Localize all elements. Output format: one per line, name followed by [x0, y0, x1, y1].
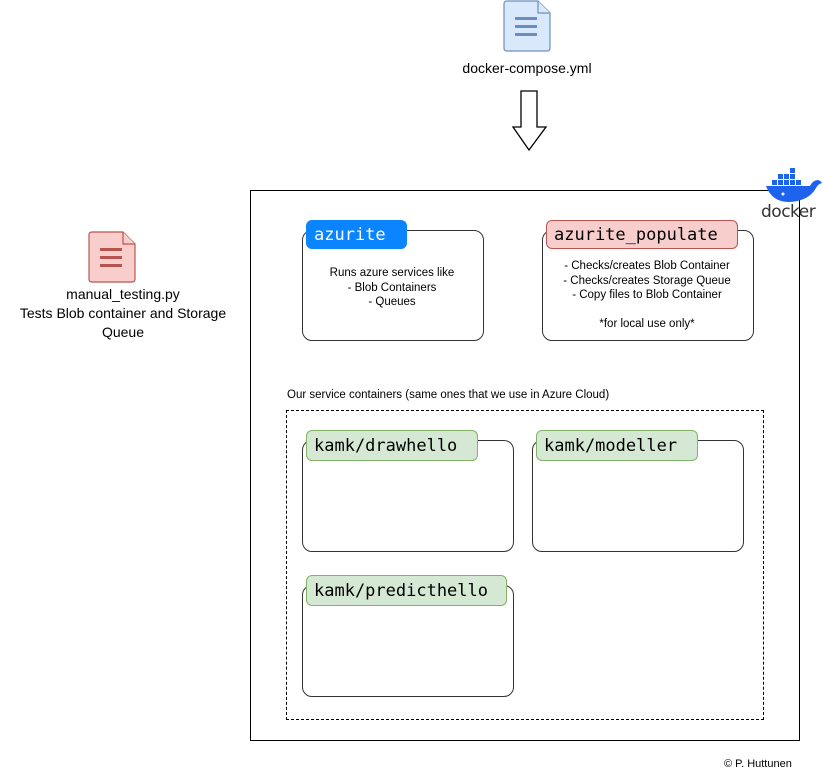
azurite-line-2: - Blob Containers	[347, 281, 437, 294]
modeller-title-tag: kamk/modeller	[536, 430, 698, 461]
test-file-caption: manual_testing.py Tests Blob container a…	[0, 285, 246, 342]
populate-line-2: - Checks/creates Storage Queue	[563, 274, 731, 287]
docker-logo-text: docker	[761, 202, 816, 222]
populate-line-1: - Checks/creates Blob Container	[564, 260, 730, 272]
predicthello-title-tag: kamk/predicthello	[306, 575, 507, 606]
azurite-line-3: - Queues	[368, 296, 416, 308]
test-file-name: manual_testing.py	[66, 286, 180, 302]
azurite-populate-title-tag: azurite_populate	[546, 220, 738, 249]
azurite-description: Runs azure services like - Blob Containe…	[302, 266, 482, 310]
down-arrow-icon	[512, 90, 548, 152]
test-file-description: Tests Blob container and Storage	[19, 305, 227, 321]
test-file-description-cont: Queue	[101, 324, 145, 340]
yaml-file-icon	[503, 0, 551, 52]
docker-whale-icon	[766, 168, 822, 202]
drawhello-title-tag: kamk/drawhello	[306, 430, 478, 461]
service-group-border	[286, 410, 764, 720]
service-group-label: Our service containers (same ones that w…	[287, 389, 610, 401]
azurite-title-tag: azurite	[306, 220, 407, 249]
azurite-line-1: Runs azure services like	[329, 267, 455, 279]
copyright-label: © P. Huttunen	[724, 758, 792, 770]
compose-file-label: docker-compose.yml	[462, 60, 592, 76]
azurite-populate-description: - Checks/creates Blob Container - Checks…	[542, 259, 752, 332]
populate-spacer	[542, 303, 752, 318]
populate-note: *for local use only*	[599, 318, 695, 330]
python-file-icon	[88, 231, 136, 283]
populate-line-3: - Copy files to Blob Container	[572, 289, 722, 301]
